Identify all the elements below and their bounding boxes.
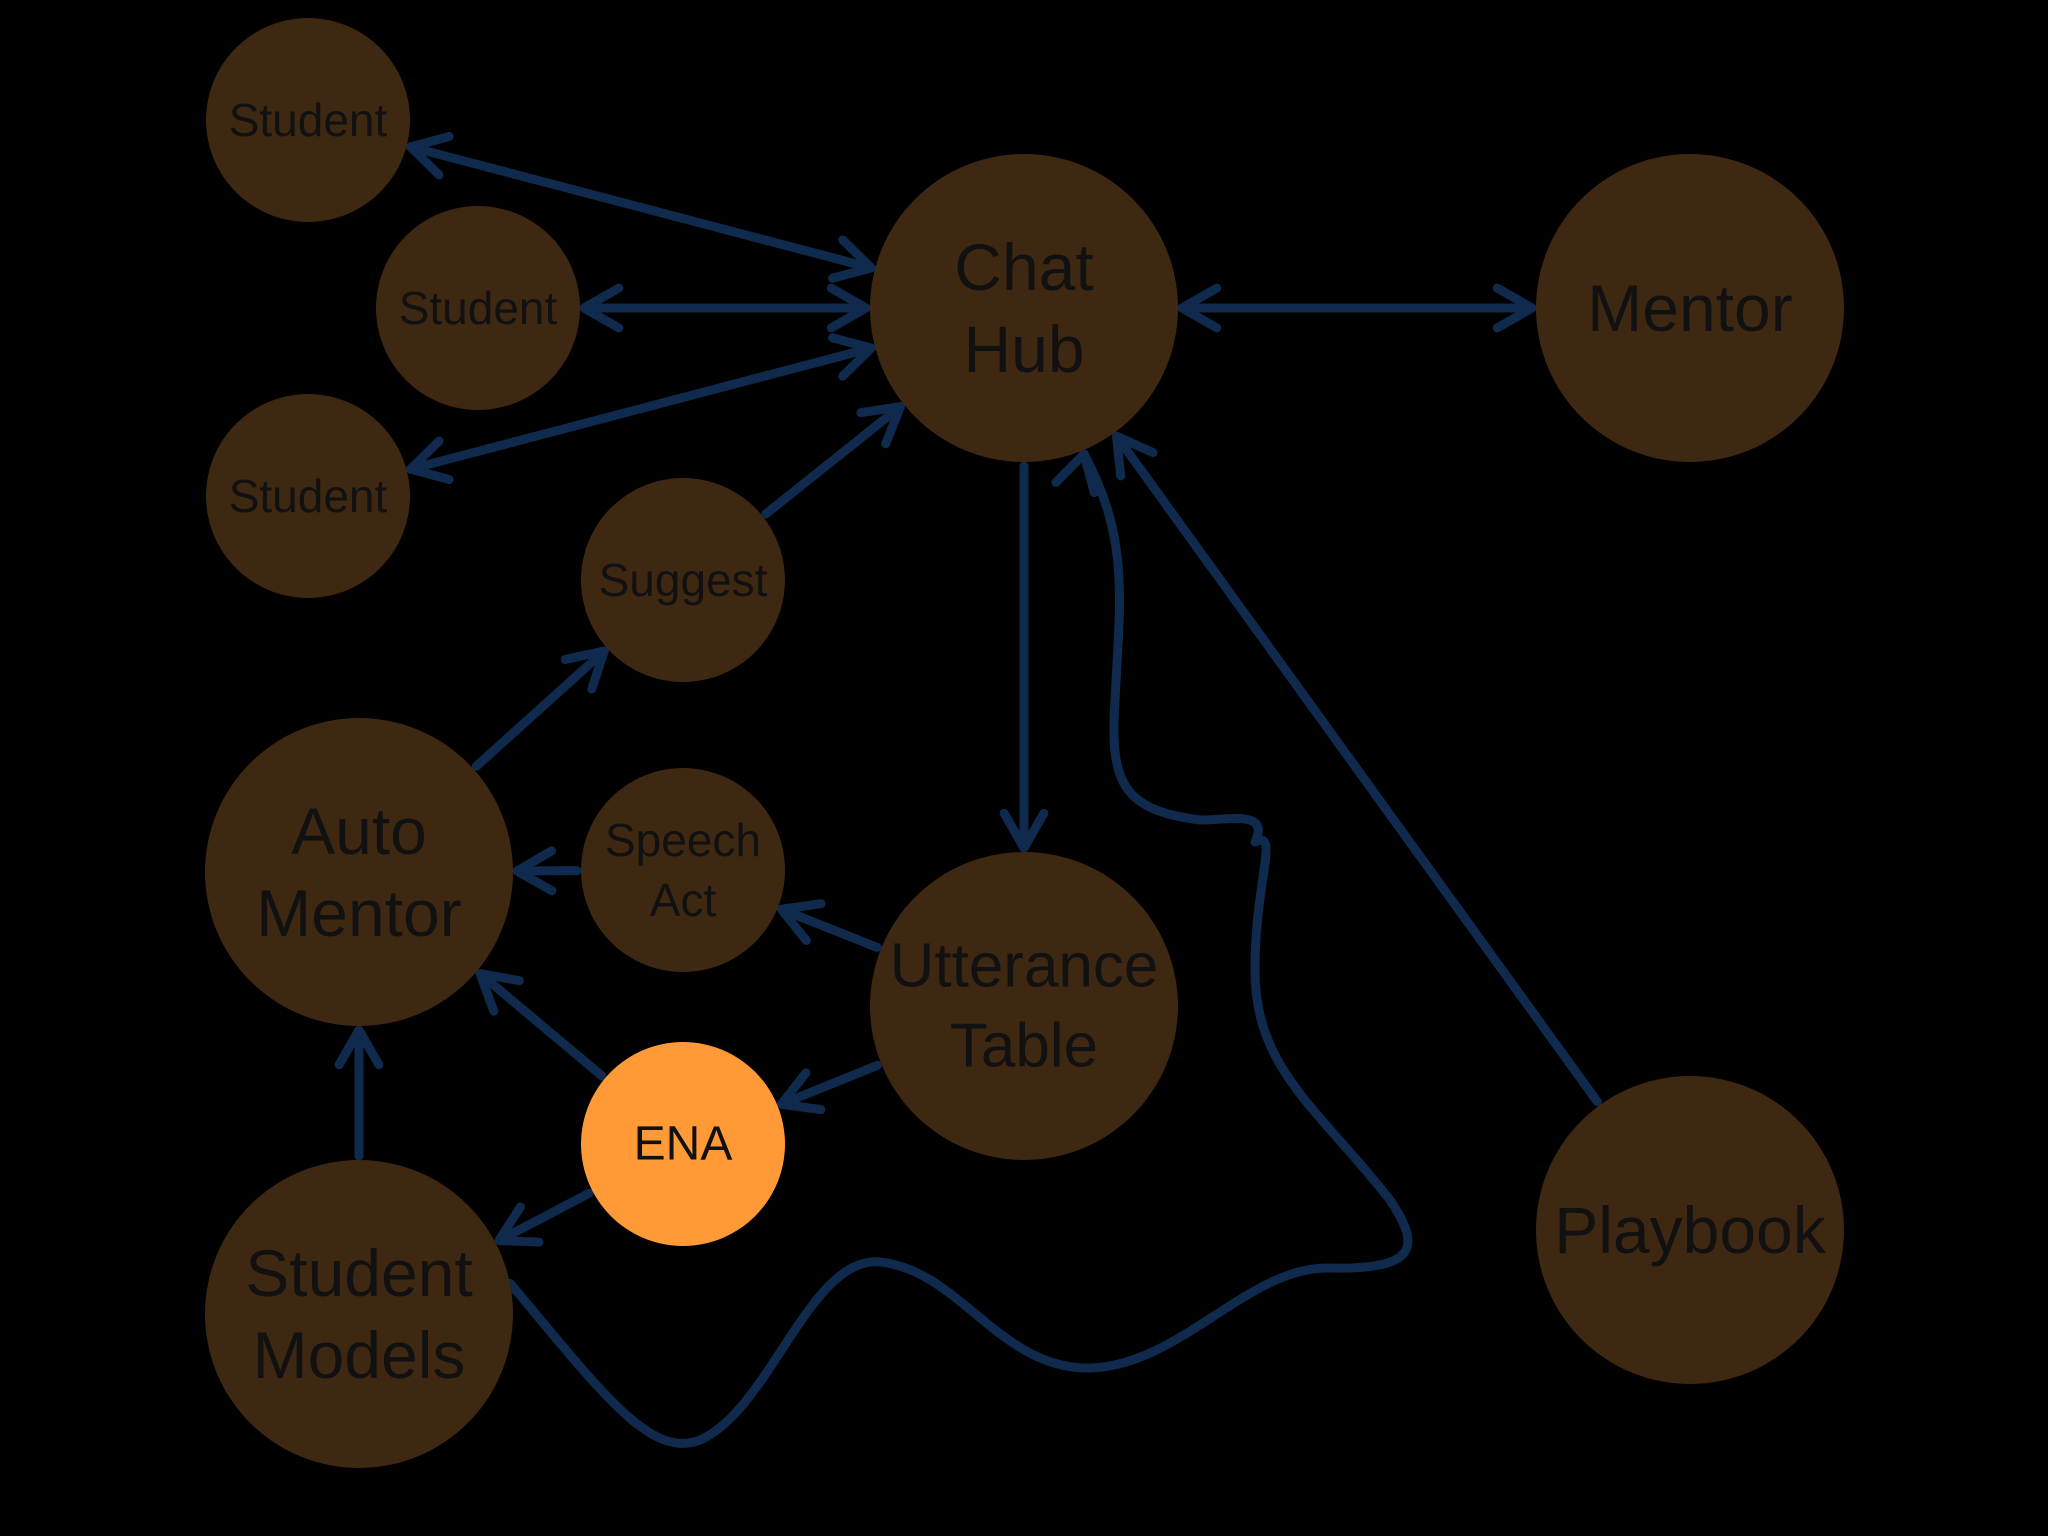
- nodes-layer: StudentStudentStudentChatHubMentorSugges…: [205, 18, 1844, 1468]
- node-label: Auto: [291, 794, 427, 868]
- arrowhead-icon: [828, 235, 876, 283]
- arrowhead-icon: [826, 283, 871, 333]
- node-ena: ENA: [581, 1042, 785, 1246]
- node-circle: [870, 154, 1178, 462]
- node-student-1: Student: [206, 18, 410, 222]
- edge-line: [475, 969, 607, 1081]
- node-label: Suggest: [599, 554, 768, 606]
- edge-chat_hub-to-student_3: [406, 333, 876, 484]
- arrowhead-icon: [1112, 431, 1158, 481]
- edge-chat_hub-to-utterance_table: [999, 461, 1049, 853]
- node-label: Table: [950, 1012, 1098, 1081]
- node-circle: [581, 478, 785, 682]
- arrowhead-icon: [776, 899, 826, 946]
- edge-ena-to-student_models: [494, 1188, 594, 1247]
- node-label: Chat: [954, 230, 1093, 304]
- node-label: Playbook: [1554, 1193, 1827, 1267]
- edge-line: [406, 343, 876, 474]
- node-circle: [1536, 1076, 1844, 1384]
- edge-line: [761, 402, 905, 519]
- arrowhead-icon: [334, 1025, 384, 1070]
- edge-chat_hub-to-student_1: [406, 132, 876, 283]
- arrowhead-icon: [1177, 283, 1222, 333]
- arrowhead-icon: [512, 846, 557, 896]
- node-circle: [1536, 154, 1844, 462]
- node-label: Student: [229, 94, 388, 146]
- node-label: ENA: [634, 1118, 733, 1171]
- arrowhead-icon: [494, 1202, 544, 1247]
- arrowhead-icon: [579, 283, 624, 333]
- edge-line: [1112, 431, 1602, 1107]
- node-suggest: Suggest: [581, 478, 785, 682]
- arrowhead-icon: [856, 402, 905, 449]
- edge-line: [471, 646, 609, 771]
- node-circle: [205, 718, 513, 1026]
- arrowhead-icon: [776, 1068, 826, 1115]
- edge-line: [406, 142, 876, 273]
- edge-line-curved: [505, 449, 1413, 1448]
- arrowhead-icon: [406, 436, 454, 484]
- edge-utterance_table-to-speech_act: [776, 899, 882, 952]
- node-circle: [376, 206, 580, 410]
- edge-student_models-to-chat_hub: [505, 449, 1413, 1448]
- node-label: Act: [650, 874, 717, 926]
- node-circle: [206, 394, 410, 598]
- arrowhead-icon: [406, 132, 454, 180]
- edge-auto_mentor-to-suggest: [471, 646, 609, 771]
- node-label: Student: [245, 1236, 473, 1310]
- edge-chat_hub-to-mentor: [1177, 283, 1537, 333]
- node-label: Hub: [963, 312, 1084, 386]
- node-student-2: Student: [376, 206, 580, 410]
- node-circle: [205, 1160, 513, 1468]
- node-label: Student: [399, 282, 558, 334]
- node-playbook: Playbook: [1536, 1076, 1844, 1384]
- arrowhead-icon: [1051, 449, 1099, 498]
- node-circle: [870, 852, 1178, 1160]
- node-label: Utterance: [890, 932, 1159, 1001]
- node-label: Speech: [605, 814, 761, 866]
- edge-chat_hub-to-student_2: [579, 283, 871, 333]
- arrowhead-icon: [999, 808, 1049, 853]
- node-circle: [581, 768, 785, 972]
- node-student-3: Student: [206, 394, 410, 598]
- arrowhead-icon: [475, 969, 524, 1016]
- node-circle: [581, 1042, 785, 1246]
- node-label: Mentor: [1587, 271, 1792, 345]
- edge-suggest-to-chat_hub: [761, 402, 905, 519]
- arrowhead-icon: [828, 333, 876, 381]
- edge-speech_act-to-auto_mentor: [512, 846, 582, 896]
- edge-ena-to-auto_mentor: [475, 969, 607, 1081]
- edges-layer: [334, 132, 1602, 1448]
- edge-line: [776, 1060, 883, 1109]
- edge-utterance_table-to-ena: [776, 1060, 883, 1115]
- arrowhead-icon: [1492, 283, 1537, 333]
- edge-playbook-to-chat_hub: [1112, 431, 1602, 1107]
- edge-student_models-to-auto_mentor: [334, 1025, 384, 1161]
- node-mentor: Mentor: [1536, 154, 1844, 462]
- arrowhead-icon: [560, 646, 609, 694]
- node-label: Models: [253, 1318, 466, 1392]
- node-label: Mentor: [256, 876, 461, 950]
- node-circle: [206, 18, 410, 222]
- node-label: Student: [229, 470, 388, 522]
- edge-line: [776, 904, 882, 952]
- edge-line: [494, 1188, 594, 1246]
